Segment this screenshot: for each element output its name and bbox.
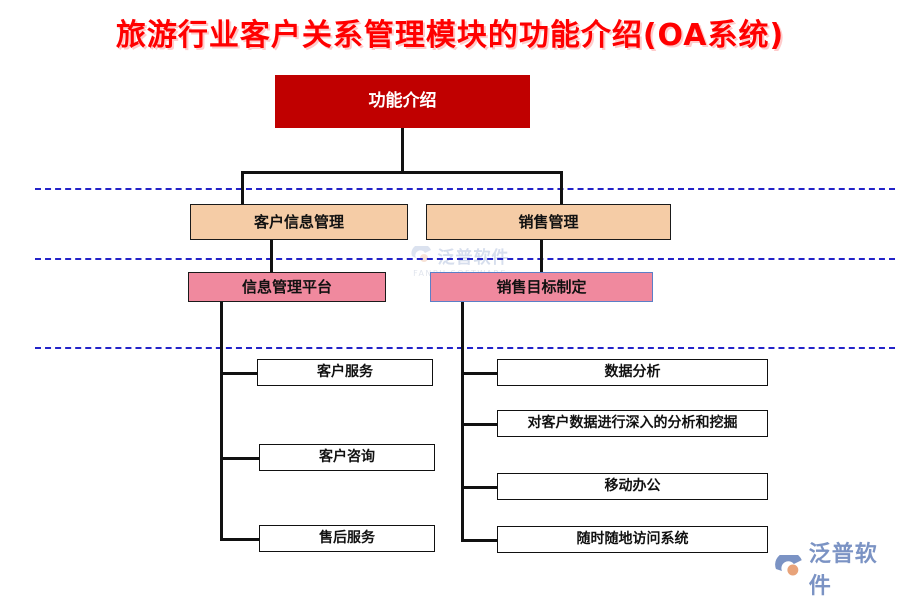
node-customer-consultation[interactable]: 客户咨询 [259, 444, 435, 471]
connector-level2-bus [241, 171, 563, 174]
node-sales-target-setting[interactable]: 销售目标制定 [430, 272, 653, 302]
connector-right-stub-2 [461, 423, 498, 426]
connector-right-l2-to-l3 [540, 239, 543, 273]
brand-logo: 泛普软件 www.fanpusoft.com [775, 536, 900, 600]
connector-left-l2-to-l3 [270, 239, 273, 273]
connector-left-stub-3 [220, 538, 260, 541]
node-customer-service[interactable]: 客户服务 [257, 359, 433, 386]
connector-left-stub-2 [220, 457, 260, 460]
connector-to-level2-left [241, 171, 244, 205]
node-customer-info-management[interactable]: 客户信息管理 [190, 204, 408, 240]
watermark-logo-row: 泛普软件 [410, 243, 510, 268]
node-deep-customer-data-analysis[interactable]: 对客户数据进行深入的分析和挖掘 [497, 410, 768, 437]
brand-logo-row: 泛普软件 [775, 536, 900, 600]
page-title: 旅游行业客户关系管理模块的功能介绍(OA系统) [115, 18, 785, 53]
fanpu-mark-icon [410, 245, 431, 262]
connector-to-level2-right [560, 171, 563, 205]
connector-right-trunk [461, 302, 464, 540]
node-info-management-platform[interactable]: 信息管理平台 [188, 272, 386, 302]
node-after-sales-service[interactable]: 售后服务 [259, 525, 435, 552]
node-mobile-office[interactable]: 移动办公 [497, 473, 768, 500]
node-anytime-anywhere-access[interactable]: 随时随地访问系统 [497, 526, 768, 553]
node-root-functions[interactable]: 功能介绍 [275, 75, 530, 128]
connector-left-trunk [220, 302, 223, 539]
connector-right-stub-3 [461, 486, 498, 489]
brand-logo-text: 泛普软件 [808, 542, 878, 599]
node-sales-management[interactable]: 销售管理 [426, 204, 671, 240]
fanpu-mark-icon [775, 555, 802, 576]
connector-right-stub-4 [461, 539, 498, 542]
guide-line-3 [35, 347, 895, 349]
connector-left-stub-1 [220, 372, 258, 375]
guide-line-2 [35, 258, 895, 260]
node-data-analysis[interactable]: 数据分析 [497, 359, 768, 386]
guide-line-1 [35, 188, 895, 190]
watermark-text-cn: 泛普软件 [437, 248, 510, 268]
connector-root-down [401, 128, 404, 173]
connector-right-stub-1 [461, 372, 498, 375]
